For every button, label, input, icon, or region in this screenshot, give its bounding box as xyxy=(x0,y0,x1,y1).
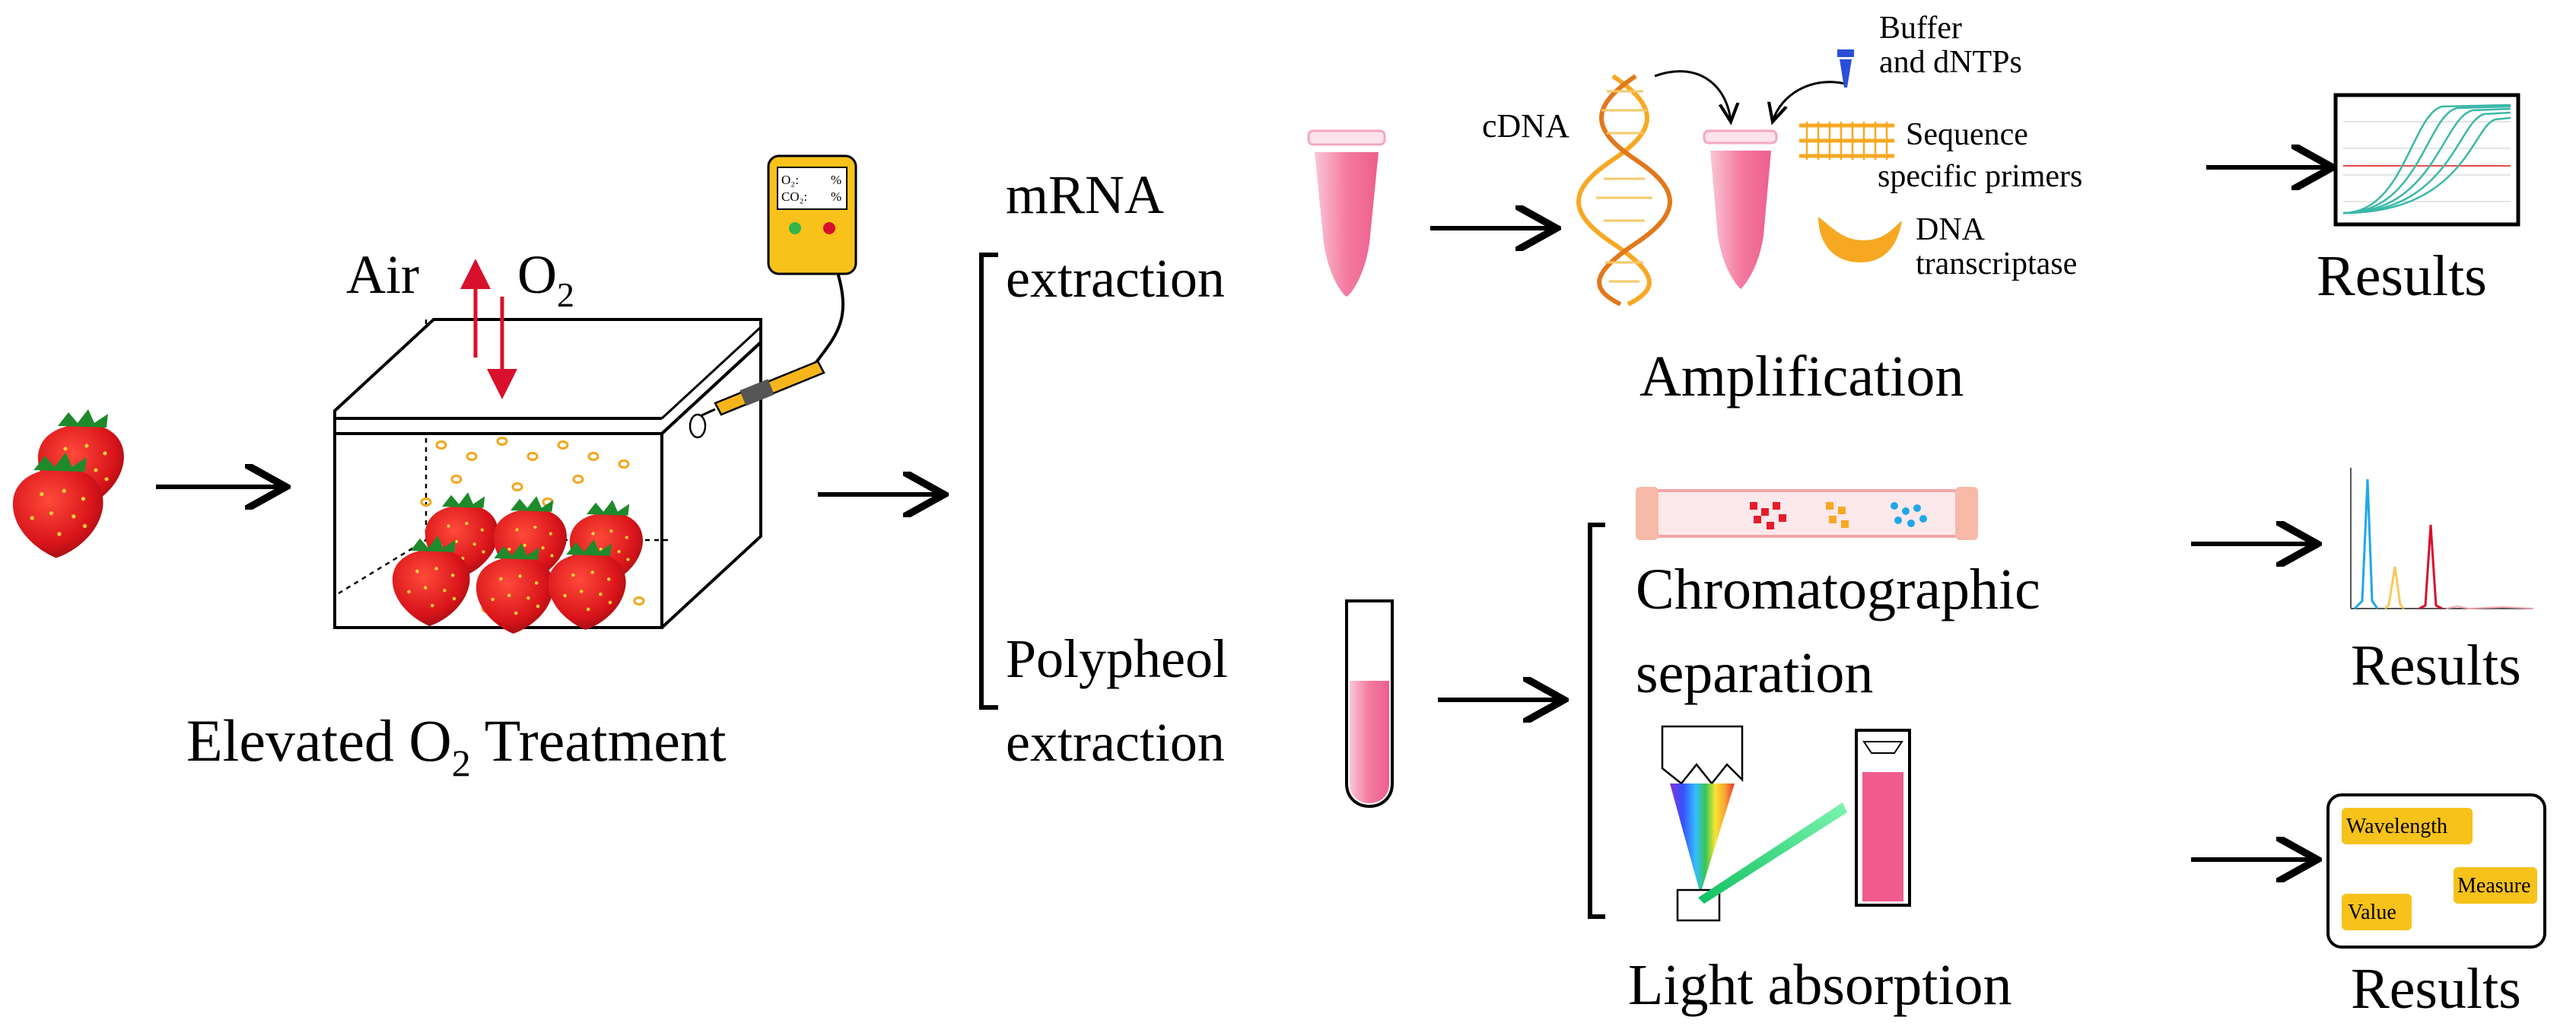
treatment-title: Elevated O2 Treatment xyxy=(186,707,727,784)
chromatographic-label: Chromatographic xyxy=(1636,558,2040,621)
absorbance-results-label: Results xyxy=(2351,957,2521,1021)
polyphenol-extraction-label: extraction xyxy=(1006,712,1225,773)
measure-box: Measure xyxy=(2457,874,2530,898)
cuvette xyxy=(1855,729,1911,907)
main-bracket xyxy=(979,253,998,710)
gas-analyzer: O₂: CO₂: % % xyxy=(767,154,857,367)
mrna-extraction-label: extraction xyxy=(1006,248,1225,309)
enzyme-label-2: transcriptase xyxy=(1916,246,2077,281)
value-box: Value xyxy=(2348,901,2396,924)
treatment-chamber xyxy=(333,318,762,629)
mrna-tube xyxy=(1307,129,1386,297)
chromatography-column xyxy=(1636,487,1978,540)
absorbance-panel: Wavelength Measure Value xyxy=(2326,793,2546,949)
svg-text:CO₂:: CO₂: xyxy=(781,189,807,204)
amplification-label: Amplification xyxy=(1639,345,1964,408)
enzyme-label-1: DNA xyxy=(1916,212,1986,247)
buffer-label: Buffer xyxy=(1879,11,1962,46)
spectrophotometer xyxy=(1661,725,1847,922)
gas-probe xyxy=(689,360,825,439)
svg-text:O₂:: O₂: xyxy=(781,173,799,187)
polyphenol-label: Polypheol xyxy=(1006,628,1228,689)
svg-text:%: % xyxy=(831,173,841,187)
buffer-tube-icon xyxy=(1837,49,1854,87)
chromatogram-thumbnail xyxy=(2350,468,2534,610)
enzyme-icon xyxy=(1818,217,1902,262)
pcr-tube xyxy=(1703,129,1778,289)
light-absorption-label: Light absorption xyxy=(1628,953,2012,1017)
primers-label-2: specific primers xyxy=(1878,159,2082,194)
cdna-arrow xyxy=(1654,70,1731,122)
polyphenol-test-tube xyxy=(1345,599,1394,809)
analysis-bracket xyxy=(1588,523,1605,919)
mrna-label: mRNA xyxy=(1006,164,1164,225)
svg-text:%: % xyxy=(831,189,841,204)
primers-icon xyxy=(1799,122,1894,160)
primers-label-1: Sequence xyxy=(1906,117,2028,152)
strawberries-in-chamber xyxy=(392,492,643,634)
chromatogram-results-label: Results xyxy=(2351,634,2521,698)
pcr-curves-thumbnail xyxy=(2333,93,2520,227)
wavelength-box: Wavelength xyxy=(2346,815,2447,838)
cdna-label: cDNA xyxy=(1482,107,1569,145)
reagents-arrow xyxy=(1773,81,1846,122)
fresh-strawberries xyxy=(12,409,124,558)
dna-helix xyxy=(1576,74,1672,307)
dntps-label: and dNTPs xyxy=(1879,45,2022,80)
o2-label: O2 xyxy=(517,244,574,314)
separation-label: separation xyxy=(1636,641,1873,705)
pcr-results-label: Results xyxy=(2317,244,2487,308)
air-label: Air xyxy=(346,244,419,305)
